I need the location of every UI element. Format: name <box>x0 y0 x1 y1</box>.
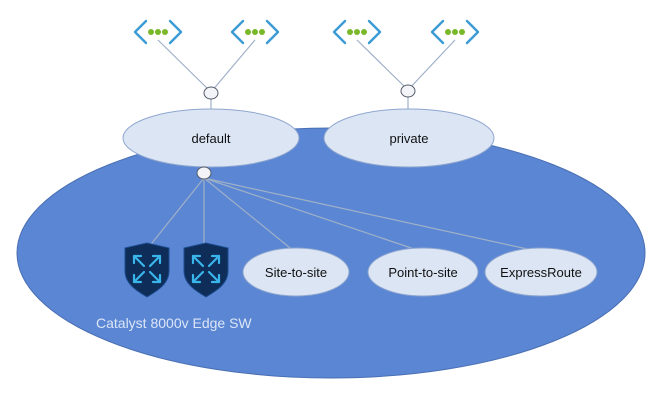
point-to-site-gateway <box>367 247 479 297</box>
site-to-site-gateway <box>242 247 350 297</box>
line-hub-site-to-site <box>203 177 296 253</box>
expressroute-label: ExpressRoute <box>500 265 582 280</box>
connection-lines <box>147 39 542 253</box>
network-virtual-appliance-shield-icon <box>124 242 170 298</box>
line-vnet4-private <box>407 39 456 91</box>
route-table-default-label: default <box>191 131 230 146</box>
line-hub-point-to-site <box>203 177 424 253</box>
point-to-site-label: Point-to-site <box>388 265 457 280</box>
route-table-private <box>323 108 495 168</box>
line-vnet1-default <box>157 39 212 93</box>
virtual-network-icon <box>430 19 480 45</box>
virtual-network-icon <box>230 19 280 45</box>
expressroute-gateway <box>484 247 598 297</box>
line-vnet2-default <box>210 39 256 93</box>
network-virtual-appliance-shield-icon <box>183 242 229 298</box>
virtual-network-icon <box>133 19 183 45</box>
route-table-default <box>122 108 300 168</box>
nva-caption: Catalyst 8000v Edge SW <box>96 315 252 331</box>
port-default-bottom <box>196 166 212 180</box>
port-private-top <box>400 84 416 98</box>
line-hub-expressroute <box>203 177 542 253</box>
line-hub-nva1 <box>147 177 205 249</box>
line-vnet3-private <box>356 39 409 91</box>
port-default-top <box>203 86 219 100</box>
virtual-network-icon <box>332 19 382 45</box>
site-to-site-label: Site-to-site <box>265 265 327 280</box>
route-table-private-label: private <box>389 131 428 146</box>
